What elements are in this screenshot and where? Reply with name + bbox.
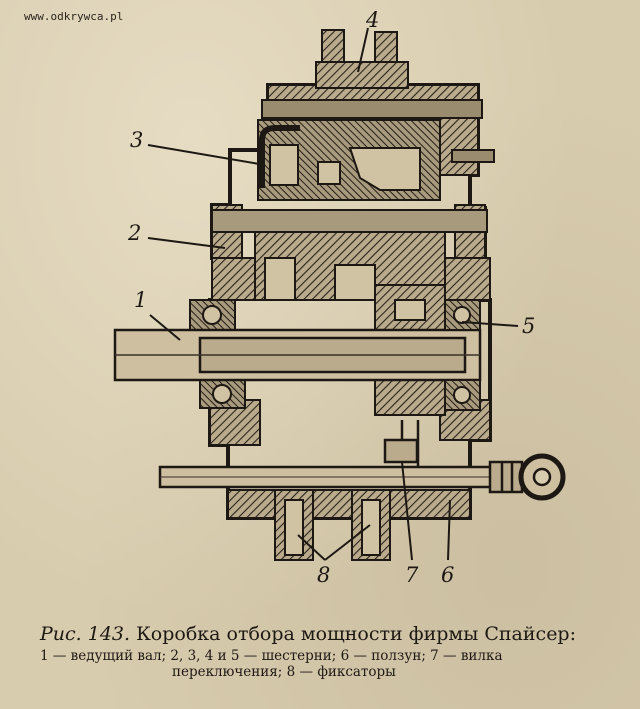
- gear-4: [315, 29, 409, 89]
- upper-shaft: [261, 99, 483, 119]
- label-8: 8: [317, 563, 330, 587]
- gearbox-drawing: 4 3 2 1 5 8 7 6: [113, 8, 566, 587]
- detents-8: [274, 489, 391, 561]
- left-bearing: [189, 299, 246, 409]
- figure-caption: Рис. 143. Коробка отбора мощности фирмы …: [40, 622, 620, 680]
- side-bolt: [451, 149, 495, 163]
- label-5: 5: [522, 314, 535, 338]
- caption-line-1: 1 — ведущий вал; 2, 3, 4 и 5 — шестерни;…: [40, 648, 503, 664]
- caption-fig-number: Рис. 143.: [40, 623, 131, 645]
- slider-rod-6: [158, 453, 566, 501]
- label-1: 1: [134, 288, 147, 312]
- label-7: 7: [405, 563, 419, 587]
- oil-tube: [259, 125, 300, 188]
- label-2: 2: [127, 221, 141, 245]
- leader-lines: [147, 27, 519, 561]
- shift-fork-7: [383, 420, 420, 470]
- label-6: 6: [441, 563, 454, 587]
- caption-title: Рис. 143. Коробка отбора мощности фирмы …: [40, 622, 620, 646]
- middle-shaft: [211, 209, 488, 233]
- right-bearing: [444, 299, 481, 411]
- watermark-text: www.odkrywca.pl: [24, 10, 124, 23]
- label-4: 4: [365, 8, 379, 32]
- driving-shaft: [113, 328, 482, 382]
- caption-legend: 1 — ведущий вал; 2, 3, 4 и 5 — шестерни;…: [40, 648, 620, 680]
- gear-3: [257, 119, 441, 201]
- caption-line-2: переключения; 8 — фиксаторы: [172, 664, 396, 680]
- label-3: 3: [130, 128, 143, 152]
- caption-title-text: Коробка отбора мощности фирмы Спайсер:: [136, 623, 576, 645]
